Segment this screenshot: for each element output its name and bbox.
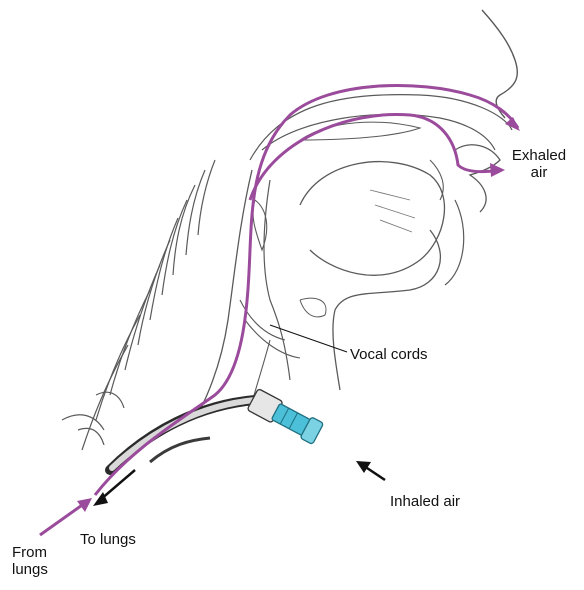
from-lungs-label: From lungs (12, 544, 48, 578)
chin (445, 200, 464, 285)
tube-cuff (150, 438, 210, 462)
vertebrae (62, 160, 215, 450)
tube-body (110, 400, 255, 470)
inhaled-air-label: Inhaled air (390, 493, 460, 510)
exhaled-air-label: Exhaled air (498, 147, 580, 181)
to-lungs-arrow (100, 470, 135, 500)
from-lungs-label-line2: lungs (12, 561, 48, 578)
teeth (430, 160, 443, 200)
inhaled-air-arrowhead (356, 461, 371, 473)
from-lungs-arrowhead (77, 498, 92, 512)
larynx (240, 300, 300, 358)
tube-inner (112, 400, 255, 468)
from-lungs-label-line1: From (12, 544, 48, 561)
tongue-texture (370, 190, 415, 232)
tube-connector (247, 389, 324, 445)
exhaled-air-label-line1: Exhaled (498, 147, 580, 164)
jaw (333, 230, 440, 390)
exhaled-arrow-nose (505, 117, 520, 131)
tongue (300, 162, 444, 276)
inhaled-air-arrow (364, 466, 385, 480)
posterior-pharynx (200, 170, 252, 410)
lips (455, 145, 500, 212)
exhaled-air-path-mouth (250, 114, 500, 200)
vocal-cords-label: Vocal cords (350, 346, 428, 363)
from-lungs-arrow (40, 503, 85, 535)
thyroid (300, 298, 326, 317)
to-lungs-label: To lungs (80, 531, 136, 548)
exhaled-air-label-line2: air (498, 164, 580, 181)
